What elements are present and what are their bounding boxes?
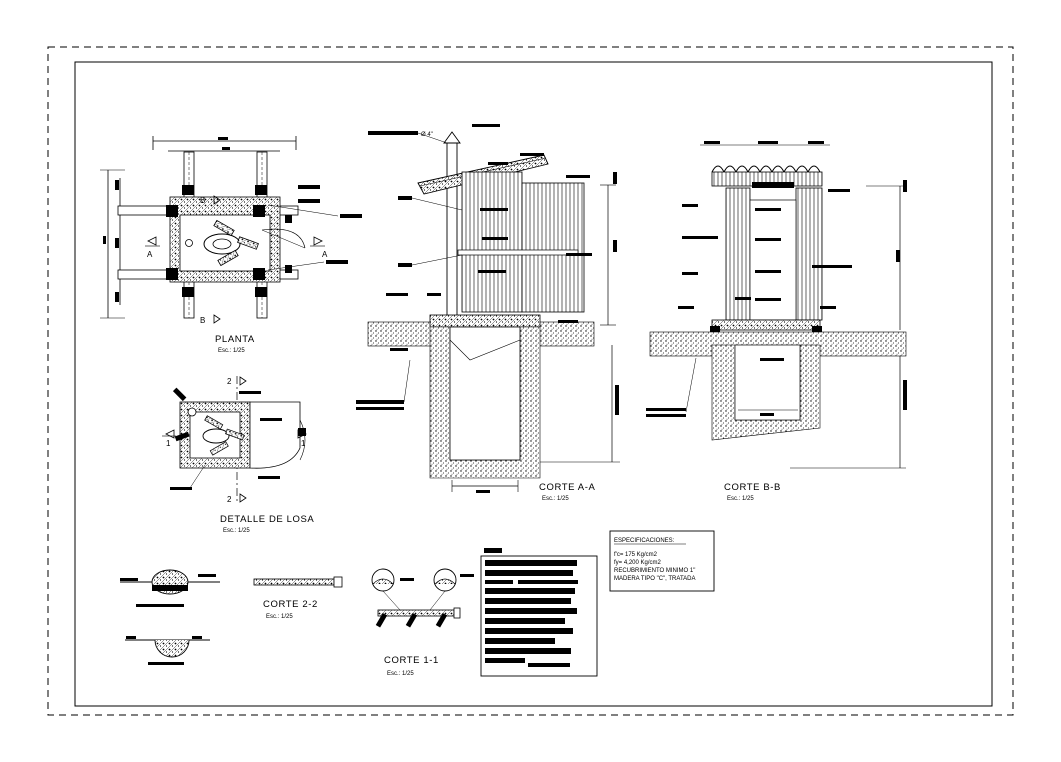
corte-22-scale: Esc.: 1/25 (266, 614, 293, 620)
corte-22-title: CORTE 2-2 (263, 599, 318, 610)
detalle-losa-scale: Esc.: 1/25 (223, 528, 250, 534)
spec-line-wood: MADERA TIPO "C", TRATADA (614, 576, 696, 582)
section-mark-a-right: A (322, 250, 328, 259)
corte-aa-view: Ø 4" (356, 124, 620, 502)
spec-line-cover: RECUBRIMIENTO MINIMO 1" (614, 568, 695, 574)
corte-bb-view: CORTE B-B Esc.: 1/25 (646, 141, 907, 502)
section-mark-2-bottom: 2 (227, 495, 232, 504)
section-mark-1-left: 1 (166, 439, 171, 448)
planta-title: PLANTA (215, 334, 255, 345)
detalle-losa-view: 2 2 1 1 DETALLE DE LOSA Esc.: 1/25 (162, 376, 314, 534)
planta-scale: Esc.: 1/25 (218, 348, 245, 354)
small-details: CORTE 2-2 Esc.: 1/25 CORTE 1-1 Esc.: 1/2… (120, 568, 474, 677)
outer-dashed-border (47, 46, 1014, 716)
spec-line-fc: f'c= 175 Kg/cm2 (614, 552, 658, 558)
notes-block (480, 548, 598, 677)
pipe-diameter-label: Ø 4" (421, 132, 433, 138)
section-mark-b-bottom: B (200, 316, 205, 325)
section-mark-1-right: 1 (301, 439, 306, 448)
detalle-losa-title: DETALLE DE LOSA (220, 514, 314, 525)
section-mark-b-top: B (200, 196, 205, 205)
spec-line-fy: fy= 4,200 Kg/cm2 (614, 560, 662, 566)
section-mark-a-left: A (147, 250, 153, 259)
inner-border (74, 61, 993, 707)
section-mark-2-top: 2 (227, 377, 232, 386)
planta-view: A A B B PLANTA Esc.: 1/25 (100, 136, 362, 354)
corte-aa-scale: Esc.: 1/25 (542, 496, 569, 502)
corte-11-scale: Esc.: 1/25 (387, 671, 414, 677)
corte-bb-title: CORTE B-B (724, 482, 781, 493)
corte-aa-title: CORTE A-A (539, 482, 595, 493)
specs-heading: ESPECIFICACIONES: (614, 538, 675, 544)
corte-11-title: CORTE 1-1 (384, 655, 439, 666)
corte-bb-scale: Esc.: 1/25 (727, 496, 754, 502)
specifications-box: ESPECIFICACIONES: f'c= 175 Kg/cm2 fy= 4,… (609, 530, 715, 592)
